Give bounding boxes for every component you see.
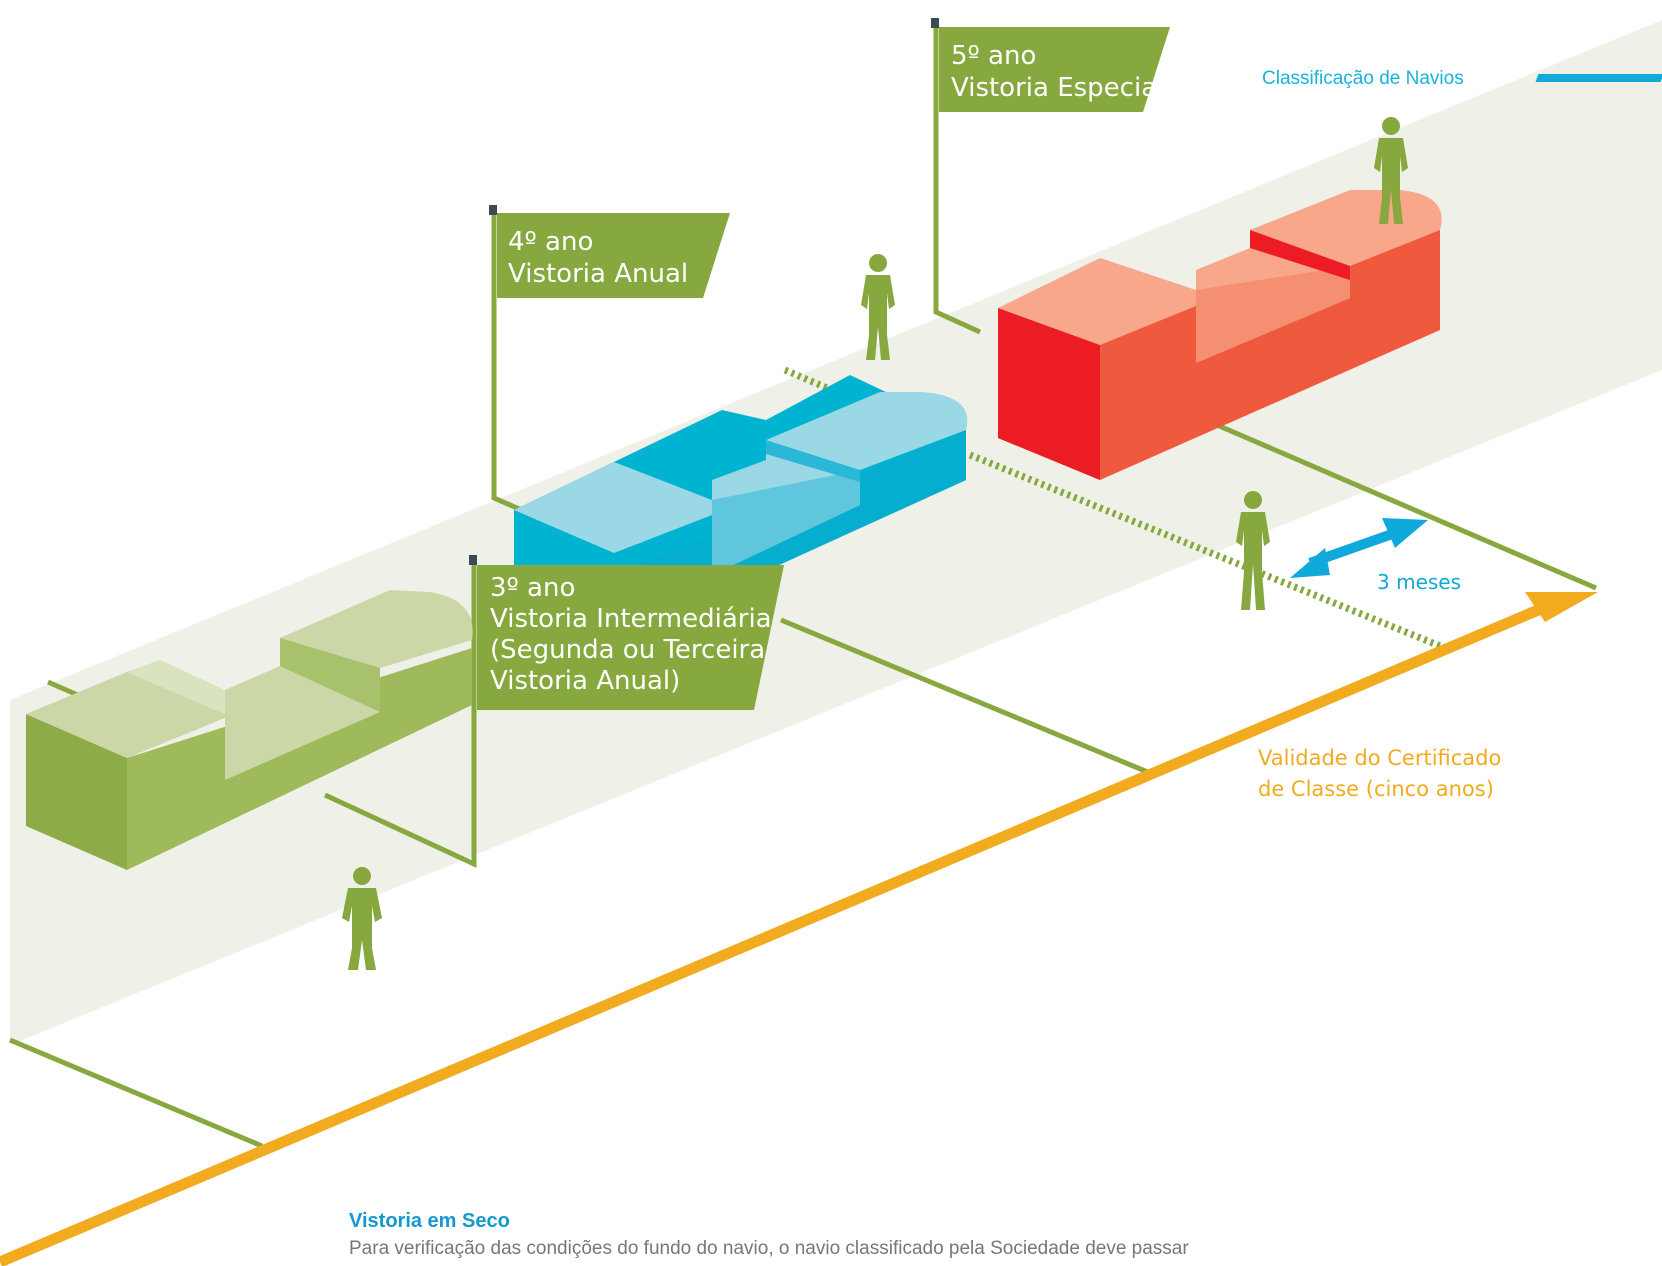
interval-arrow	[1290, 518, 1428, 578]
person-figure	[342, 867, 382, 970]
flag-5-line2: Vistoria Especial	[951, 73, 1164, 103]
interval-label: 3 meses	[1377, 570, 1462, 594]
validity-arrow	[0, 592, 1598, 1266]
header-title: Classificação de Navios	[1262, 68, 1464, 89]
flag-3-line2: Vistoria Intermediária	[490, 604, 772, 634]
flag-5-line1: 5º ano	[951, 41, 1036, 71]
flag-4-line2: Vistoria Anual	[508, 259, 688, 289]
person-figure	[1374, 117, 1408, 224]
flag-year-3: 3º ano Vistoria Intermediária (Segunda o…	[469, 555, 784, 710]
dotted-markers	[783, 366, 1447, 652]
flag-3-line1: 3º ano	[490, 573, 575, 603]
ship-green	[26, 590, 473, 870]
validity-label: Validade do Certificado de Classe (cinco…	[1258, 743, 1501, 805]
person-figure	[1236, 491, 1270, 610]
validity-line1: Validade do Certificado	[1258, 746, 1502, 770]
flag-4-line1: 4º ano	[508, 227, 593, 257]
timeline-lines	[9, 20, 1597, 1149]
flag-year-5: 5º ano Vistoria Especial	[931, 18, 1170, 112]
validity-line2: de Classe (cinco anos)	[1258, 777, 1494, 801]
flag-3-line4: Vistoria Anual)	[490, 666, 680, 696]
ship-red	[998, 190, 1442, 480]
header-accent-bar	[1535, 74, 1662, 82]
note-title: Vistoria em Seco	[349, 1210, 510, 1232]
note-body: Para verificação das condições do fundo …	[349, 1238, 1189, 1259]
flag-3-line3: (Segunda ou Terceira	[490, 635, 765, 665]
flag-year-4: 4º ano Vistoria Anual	[489, 205, 730, 298]
person-figure	[861, 254, 895, 360]
